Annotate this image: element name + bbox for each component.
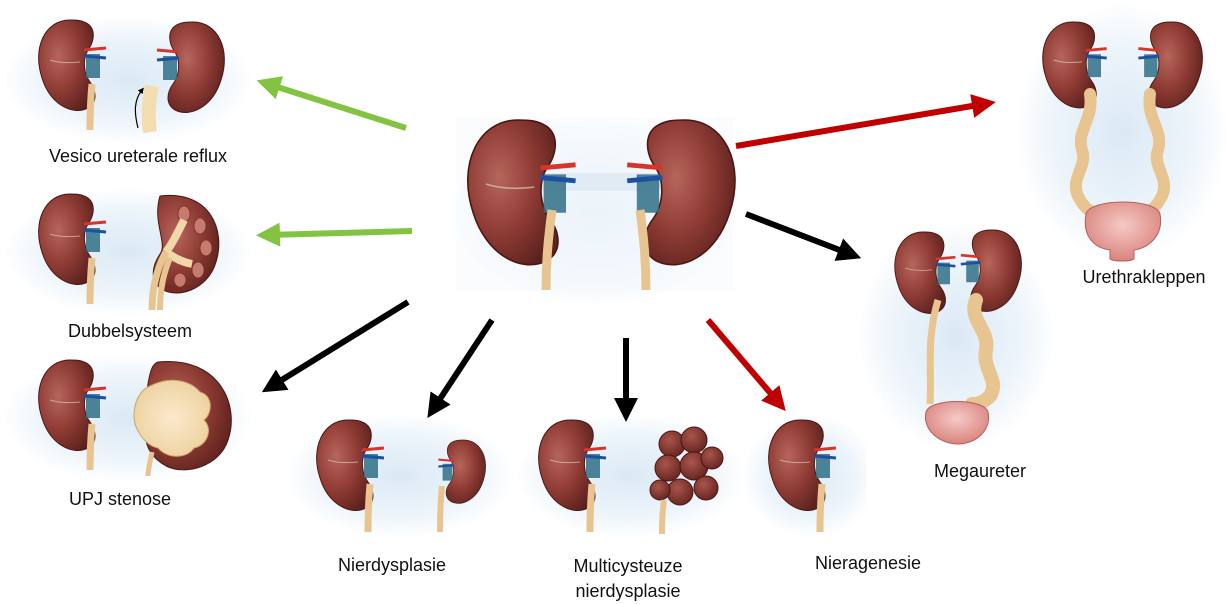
label-mcdk-line1: Multicysteuze (548, 555, 708, 577)
arrow-to-megaureter (746, 214, 850, 254)
upj-panel (6, 356, 250, 480)
arrow-to-dysplasia (434, 320, 492, 408)
arrow-to-upj (272, 302, 408, 386)
label-agenesis: Nieragenesie (788, 552, 948, 574)
duplex-panel (6, 190, 250, 314)
reflux-panel (6, 18, 250, 142)
megaureter-panel (860, 224, 1052, 448)
agenesis-panel (744, 416, 896, 540)
label-duplex: Dubbelsysteem (30, 320, 230, 342)
arrow-to-reflux (268, 84, 406, 128)
label-upj: UPJ stenose (40, 488, 200, 510)
valves-panel (1018, 6, 1226, 261)
arrow-to-duplex (268, 231, 412, 235)
label-valves: Urethrakleppen (1064, 266, 1224, 288)
normal-kidneys-panel (455, 118, 735, 304)
arrow-to-valves (736, 104, 984, 146)
arrow-to-agenesis (708, 320, 778, 402)
label-dysplasia: Nierdysplasie (312, 554, 472, 576)
dysplasia-panel (288, 416, 512, 536)
label-mcdk-line2: nierdysplasie (548, 580, 708, 602)
mcdk-panel (518, 416, 742, 536)
label-reflux: Vesico ureterale reflux (18, 145, 258, 167)
label-megaureter: Megaureter (900, 460, 1060, 482)
